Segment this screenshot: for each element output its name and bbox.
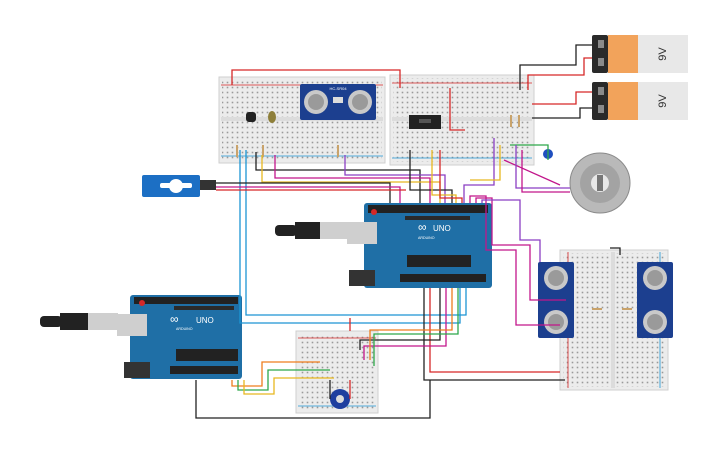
arduino-uno-bottom: ∞ UNO ARDUINO [117,295,242,379]
motor-driver-chip [409,115,441,129]
battery-label: 9V [657,94,669,108]
arduino-model: UNO [196,316,214,325]
potentiometer [330,389,350,409]
battery-bottom: 9V [592,82,688,120]
battery-top: 9V [592,35,688,73]
ultrasonic-sensor-top: HC-SR04 [300,84,376,120]
resistors-right-board [592,308,632,310]
arduino-model: UNO [433,224,451,233]
arduino-brand: ARDUINO [176,327,193,331]
ultrasonic-sensor-right-b [637,262,673,338]
wires [195,44,621,419]
arduino-brand: ARDUINO [418,236,435,240]
arduino-logo: ∞ [170,312,179,326]
resistors-top-right [510,115,520,127]
usb-cable-bottom [40,313,118,330]
usb-cable-top [275,222,348,239]
transistor [246,112,256,122]
capacitor [268,111,276,123]
resistors-top-left [236,145,339,157]
dc-motor [569,152,631,214]
arduino-logo: ∞ [418,220,427,234]
servo-motor [142,175,216,197]
battery-label: 9V [657,47,669,61]
breadboard-bottom-center [295,330,379,414]
arduino-uno-top: ∞ UNO ARDUINO [347,203,492,288]
sensor-label: HC-SR04 [329,86,347,91]
